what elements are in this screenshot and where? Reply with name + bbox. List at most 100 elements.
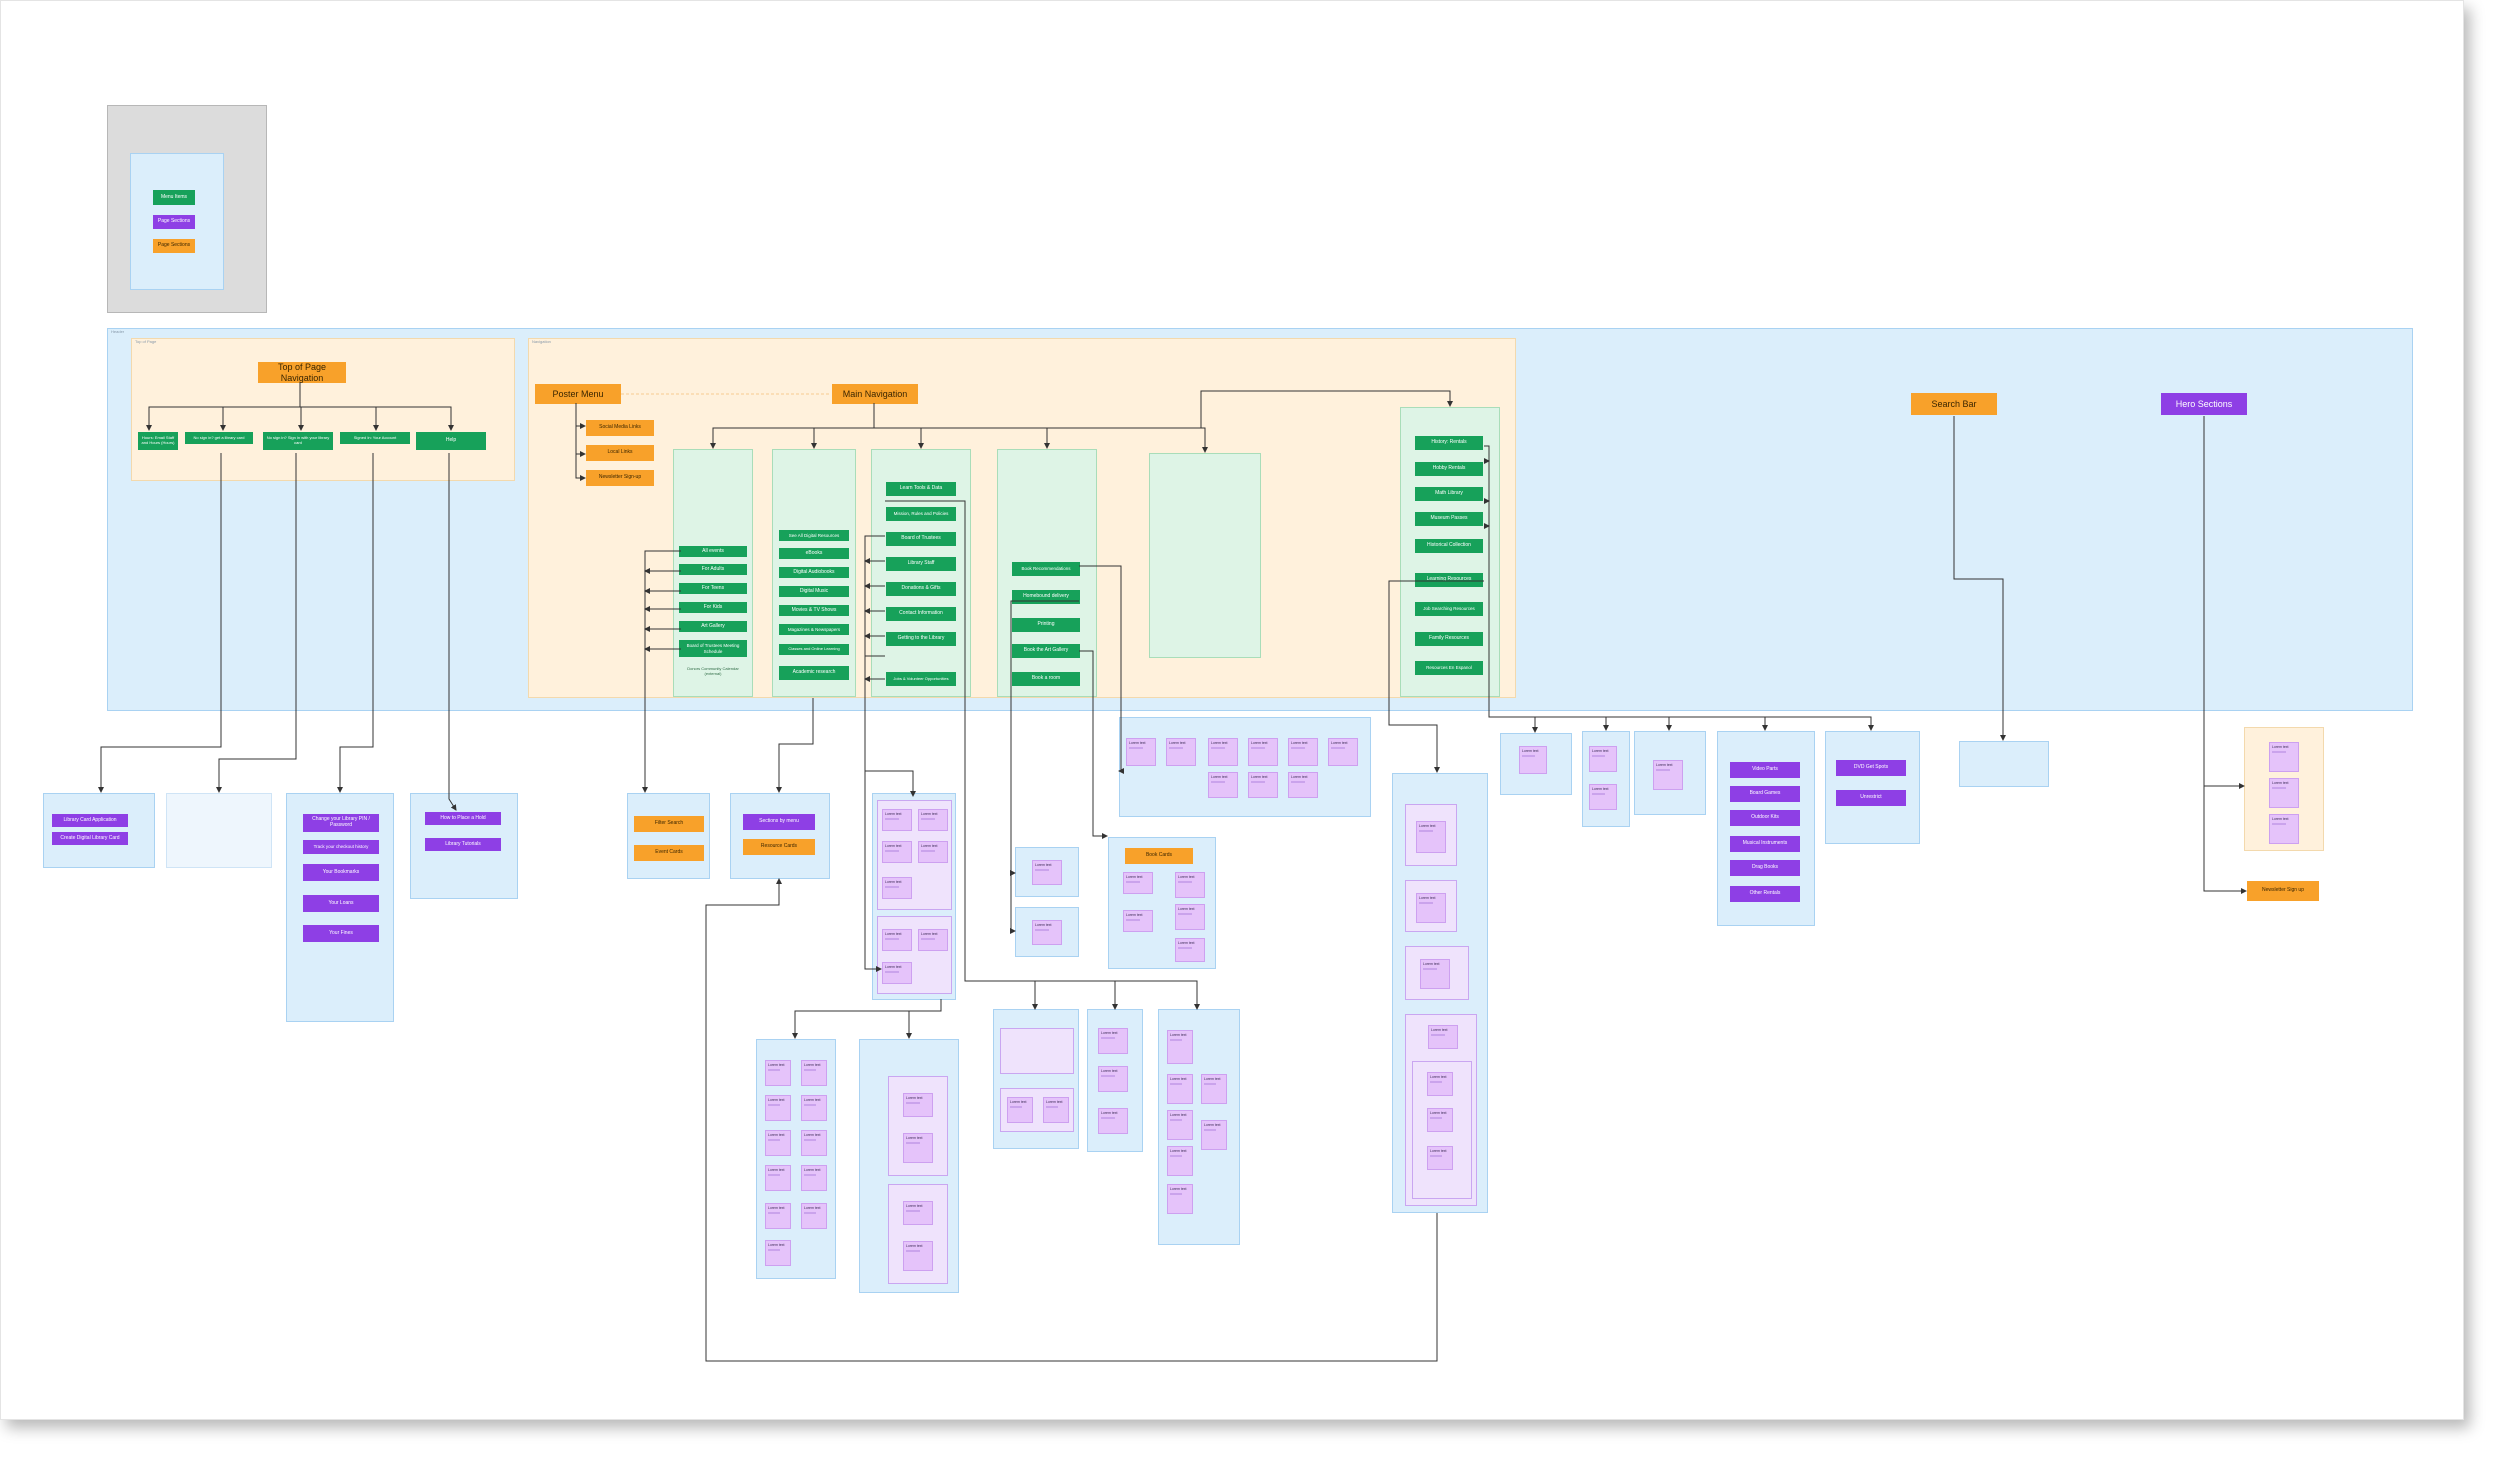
equip-video[interactable]: Video Parts (1730, 762, 1800, 778)
nav-movies-tv[interactable]: Movies & TV Shows (779, 605, 849, 616)
resource-cards[interactable]: Resource Cards (743, 839, 815, 855)
services-detail-frame: Lorem text Lorem text Lorem text (1087, 1009, 1143, 1152)
nav-getting-there[interactable]: Getting to the Library (886, 632, 956, 646)
nav-mission[interactable]: Mission, Rules and Policies (886, 507, 956, 521)
account-frame: Change your Library PIN / Password Track… (286, 793, 394, 1022)
whiteboard-canvas: Menu Items Page Sections Page Sections H… (0, 0, 2464, 1420)
poster-menu-title: Poster Menu (535, 384, 621, 404)
hero-newsletter-button[interactable]: Newsletter Sign up (2247, 881, 2319, 901)
sign-in-frame (166, 793, 272, 868)
sections-by-menu[interactable]: Sections by menu (743, 814, 815, 830)
nav-col-digital: See All Digital Resources eBooks Digital… (772, 449, 856, 697)
nav-col-events: All events For Adults For Teens For Kids… (673, 449, 753, 697)
nav-community-calendar[interactable]: Donors Community Calendar (external) (687, 666, 739, 676)
place-hold[interactable]: How to Place a Hold (425, 812, 501, 825)
nav-audiobooks[interactable]: Digital Audiobooks (779, 567, 849, 578)
nav-for-teens[interactable]: For Teens (679, 583, 747, 594)
nav-digital-music[interactable]: Digital Music (779, 586, 849, 597)
nav-academic[interactable]: Academic research (779, 666, 849, 680)
museum-dvd[interactable]: DVD Get Spots (1836, 760, 1906, 776)
math-frame: Lorem text Lorem text (1582, 731, 1630, 827)
nav-art-gallery[interactable]: Art Gallery (679, 621, 747, 632)
about-detail-frame: Lorem text Lorem text (993, 1009, 1079, 1149)
nav-espanol[interactable]: Resources En Espanol (1415, 661, 1483, 675)
nav-magazines[interactable]: Magazines & Newspapers (779, 624, 849, 635)
top-nav-account[interactable]: Signed In: Your Account (340, 432, 410, 444)
equip-outdoor[interactable]: Outdoor Kits (1730, 810, 1800, 826)
your-fines[interactable]: Your Fines (303, 925, 379, 942)
nav-learn-tools[interactable]: Learn Tools & Data (886, 482, 956, 496)
equipment-frame: Video Parts Board Games Outdoor Kits Mus… (1717, 731, 1815, 926)
nav-learning[interactable]: Learning Resources (1415, 573, 1483, 587)
nav-museum-passes[interactable]: Museum Passes (1415, 512, 1483, 526)
nav-book-gallery[interactable]: Book the Art Gallery (1012, 644, 1080, 658)
nav-ebooks[interactable]: eBooks (779, 548, 849, 559)
hero-detail-frame: Lorem text Lorem text Lorem text (2244, 727, 2324, 851)
nav-board-meetings[interactable]: Board of Trustees Meeting Schedule (679, 640, 747, 657)
nav-all-digital[interactable]: See All Digital Resources (779, 530, 849, 541)
book-cards-node: Book Cards (1125, 848, 1193, 864)
top-nav-hours[interactable]: Hours: Email Staff and Hours (Hours) (138, 432, 178, 450)
equip-instruments[interactable]: Musical Instruments (1730, 836, 1800, 852)
your-loans[interactable]: Your Loans (303, 895, 379, 912)
resources-detail-frame: Lorem text Lorem text Lorem text Lorem t… (859, 1039, 959, 1293)
museum-passes-frame: Lorem text (1634, 731, 1706, 815)
nav-contact[interactable]: Contact Information (886, 607, 956, 621)
nav-job-searching[interactable]: Job Searching Resources (1415, 602, 1483, 616)
create-digital-card[interactable]: Create Digital Library Card (52, 832, 128, 845)
legend-panel: Menu Items Page Sections Page Sections (130, 153, 224, 290)
checkout-history[interactable]: Track your checkout history (303, 840, 379, 854)
top-nav-get-card[interactable]: No sign in? get a library card (185, 432, 253, 444)
services-frame-a: Lorem text (1015, 847, 1079, 897)
nav-donations[interactable]: Donations & Gifts (886, 582, 956, 596)
services-frame-c: Book Cards Lorem text Lorem text Lorem t… (1108, 837, 1216, 969)
poster-local-links[interactable]: Local Links (586, 445, 654, 461)
nav-printing[interactable]: Printing (1012, 618, 1080, 632)
library-card-frame: Library Card Application Create Digital … (43, 793, 155, 868)
filter-search[interactable]: Filter Search (634, 816, 704, 832)
event-cards[interactable]: Event Cards (634, 845, 704, 861)
library-tutorials[interactable]: Library Tutorials (425, 838, 501, 851)
library-card-application[interactable]: Library Card Application (52, 814, 128, 827)
legend-page-sections-alt: Page Sections (153, 239, 195, 253)
more-detail-frame: Lorem text Lorem text Lorem text Lorem t… (1158, 1009, 1240, 1245)
equip-other[interactable]: Other Rentals (1730, 886, 1800, 902)
nav-book-room[interactable]: Book a room (1012, 672, 1080, 686)
services-wide-frame: Lorem text Lorem text Lorem text Lorem t… (1119, 717, 1371, 817)
poster-newsletter[interactable]: Newsletter Sign-up (586, 470, 654, 486)
nav-for-adults[interactable]: For Adults (679, 564, 747, 575)
nav-family[interactable]: Family Resources (1415, 632, 1483, 646)
equip-board-games[interactable]: Board Games (1730, 786, 1800, 802)
change-pin[interactable]: Change your Library PIN / Password (303, 814, 379, 832)
nav-col-about: Learn Tools & Data Mission, Rules and Po… (871, 449, 971, 697)
hobby-frame: Lorem text (1500, 733, 1572, 795)
poster-social-links[interactable]: Social Media Links (586, 420, 654, 436)
events-frame: Filter Search Event Cards (627, 793, 710, 879)
events-detail-frame: Lorem text Lorem text Lorem text Lorem t… (756, 1039, 836, 1279)
nav-library-staff[interactable]: Library Staff (886, 557, 956, 571)
search-results-frame (1959, 741, 2049, 787)
equip-drag-books[interactable]: Drag Books (1730, 860, 1800, 876)
top-nav-help[interactable]: Help (416, 432, 486, 450)
about-frame-a: Lorem text Lorem text Lorem text Lorem t… (872, 793, 956, 1000)
your-bookmarks[interactable]: Your Bookmarks (303, 864, 379, 881)
help-frame: How to Place a Hold Library Tutorials (410, 793, 518, 899)
rentals-frame: Lorem text Lorem text Lorem text Lorem t… (1392, 773, 1488, 1213)
nav-history-rentals[interactable]: History: Rentals (1415, 436, 1483, 450)
nav-jobs[interactable]: Jobs & Volunteer Opportunities (886, 672, 956, 686)
nav-classes[interactable]: Classes and Online Learning (779, 644, 849, 655)
main-nav-title: Main Navigation (832, 384, 918, 404)
museum-unrestrict[interactable]: Unrestrict (1836, 790, 1906, 806)
nav-col-services: Book Recommendations Homebound delivery … (997, 449, 1097, 697)
nav-book-recs[interactable]: Book Recommendations (1012, 562, 1080, 576)
top-nav-sign-in[interactable]: No sign in? Sign in with your library ca… (263, 432, 333, 450)
legend-frame: Menu Items Page Sections Page Sections (107, 105, 267, 313)
nav-hobby-rentals[interactable]: Hobby Rentals (1415, 462, 1483, 476)
nav-historical[interactable]: Historical Collection (1415, 539, 1483, 553)
about-panel-1: Lorem text Lorem text Lorem text Lorem t… (877, 800, 952, 910)
nav-math-library[interactable]: Math Library (1415, 487, 1483, 501)
nav-all-events[interactable]: All events (679, 546, 747, 557)
nav-for-kids[interactable]: For Kids (679, 602, 747, 613)
nav-board-trustees[interactable]: Board of Trustees (886, 532, 956, 546)
nav-col-empty (1149, 453, 1261, 658)
